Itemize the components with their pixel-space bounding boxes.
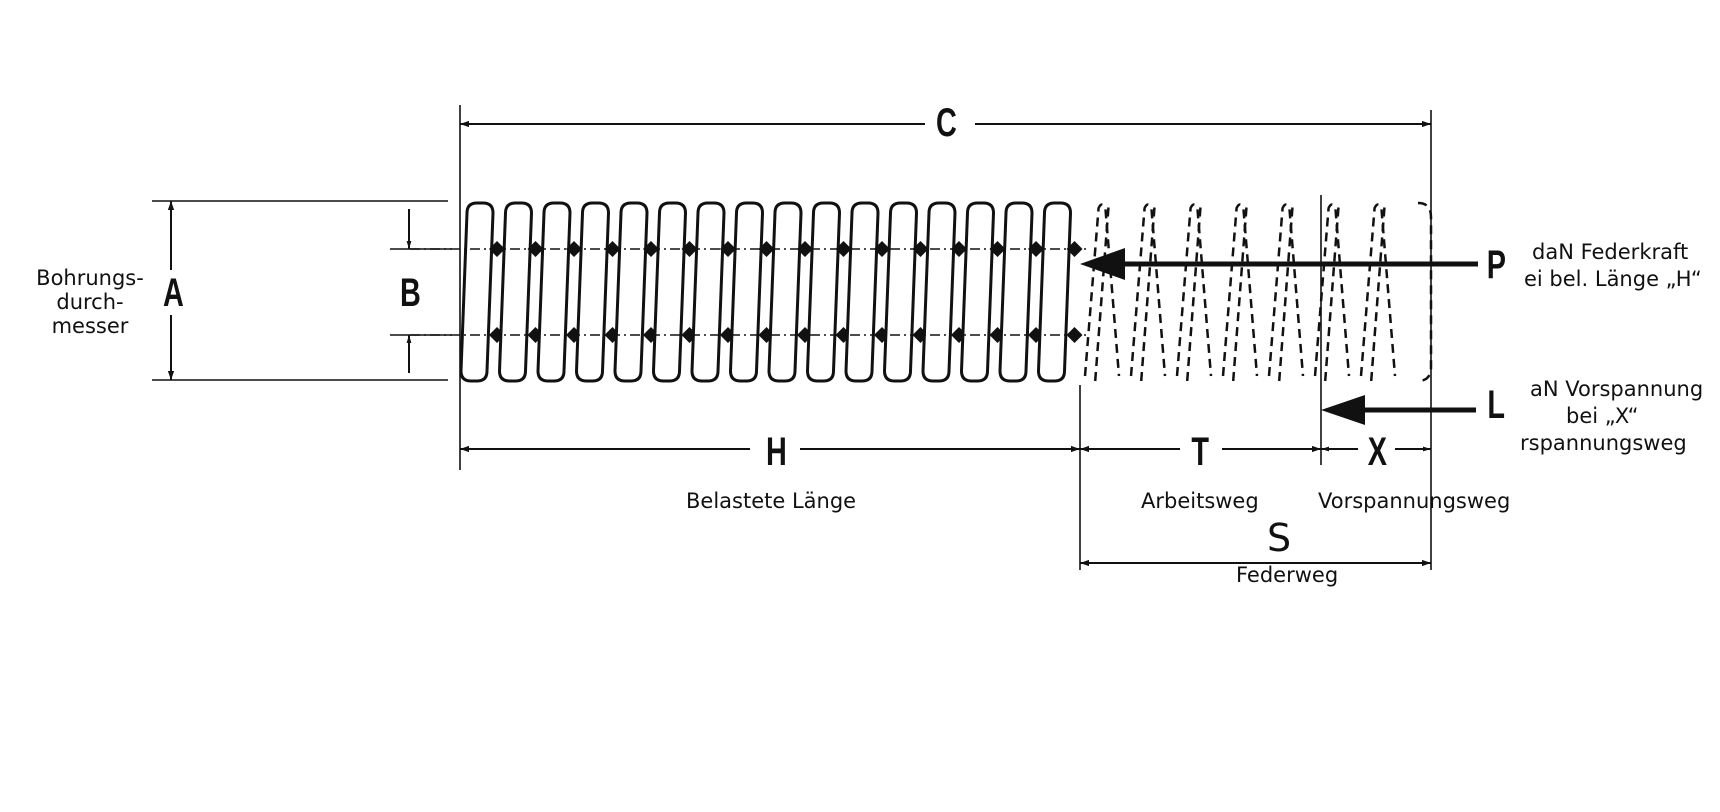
dimension-x-label: X bbox=[1367, 430, 1387, 474]
extended-coil-back bbox=[1093, 202, 1111, 382]
extended-coil-back bbox=[1185, 202, 1203, 382]
extended-coil-back bbox=[1231, 202, 1249, 382]
extended-coil-back bbox=[1139, 202, 1157, 382]
spring-coil bbox=[651, 201, 688, 383]
spring-coil bbox=[459, 201, 495, 383]
extended-coil-back bbox=[1277, 202, 1295, 382]
spring-coil bbox=[844, 201, 880, 383]
extended-coil-back bbox=[1369, 202, 1387, 382]
spring-coil bbox=[959, 201, 996, 383]
bore-line-2: durch- bbox=[56, 290, 124, 314]
spring-coil bbox=[998, 201, 1034, 383]
dimension-s-label: S bbox=[1267, 516, 1292, 560]
extended-coil bbox=[1083, 203, 1121, 377]
working-travel-label: Arbeitsweg bbox=[1141, 489, 1259, 513]
bore-line-1: Bohrungs- bbox=[36, 266, 144, 290]
spring-coil bbox=[690, 201, 726, 383]
extended-coil-back bbox=[1323, 202, 1341, 382]
dimension-a-label: A bbox=[163, 271, 184, 315]
extended-coil bbox=[1359, 203, 1397, 377]
dimension-t-label: T bbox=[1191, 430, 1210, 474]
extended-coil bbox=[1313, 203, 1351, 377]
force-p-label: P bbox=[1486, 243, 1506, 287]
dimension-h-label: H bbox=[766, 430, 787, 474]
preload-travel-label: Vorspannungsweg bbox=[1318, 489, 1511, 513]
extended-coil bbox=[1129, 203, 1167, 377]
extended-coil bbox=[1221, 203, 1259, 377]
preload-l-label: L bbox=[1487, 383, 1506, 427]
dimension-c-label: C bbox=[936, 101, 957, 145]
extended-coil-end bbox=[1417, 201, 1433, 383]
force-text-1: daN Federkraft bbox=[1532, 240, 1689, 264]
spring-coil bbox=[613, 201, 649, 383]
bore-line-3: messer bbox=[51, 314, 129, 338]
spring-coil bbox=[574, 201, 611, 383]
extension-lines bbox=[152, 105, 1432, 570]
preload-text-3: rspannungsweg bbox=[1520, 431, 1687, 455]
preload-text-1: aN Vorspannung bbox=[1530, 377, 1704, 401]
spring-coil bbox=[921, 201, 957, 383]
spring-travel-label: Federweg bbox=[1236, 563, 1339, 587]
force-text-2: ei bel. Länge „H“ bbox=[1524, 267, 1702, 291]
spring-coil bbox=[728, 201, 765, 383]
spring-coil bbox=[497, 201, 534, 383]
spring-coil bbox=[882, 201, 919, 383]
spring-coil bbox=[536, 201, 572, 383]
spring-solid bbox=[459, 201, 1083, 383]
spring-coil bbox=[805, 201, 842, 383]
spring-coil bbox=[767, 201, 803, 383]
preload-l-arrow bbox=[1321, 395, 1476, 425]
loaded-length-label: Belastete Länge bbox=[686, 489, 857, 513]
force-p-arrow bbox=[1080, 248, 1478, 280]
extended-coil bbox=[1267, 203, 1305, 377]
dimension-b-label: B bbox=[400, 271, 421, 315]
spring-coil bbox=[1036, 201, 1073, 383]
spring-extended bbox=[1083, 201, 1433, 383]
extended-coil bbox=[1175, 203, 1213, 377]
preload-text-2: bei „X“ bbox=[1566, 404, 1639, 428]
bore-diameter-label: Bohrungs- durch- messer bbox=[35, 266, 145, 338]
